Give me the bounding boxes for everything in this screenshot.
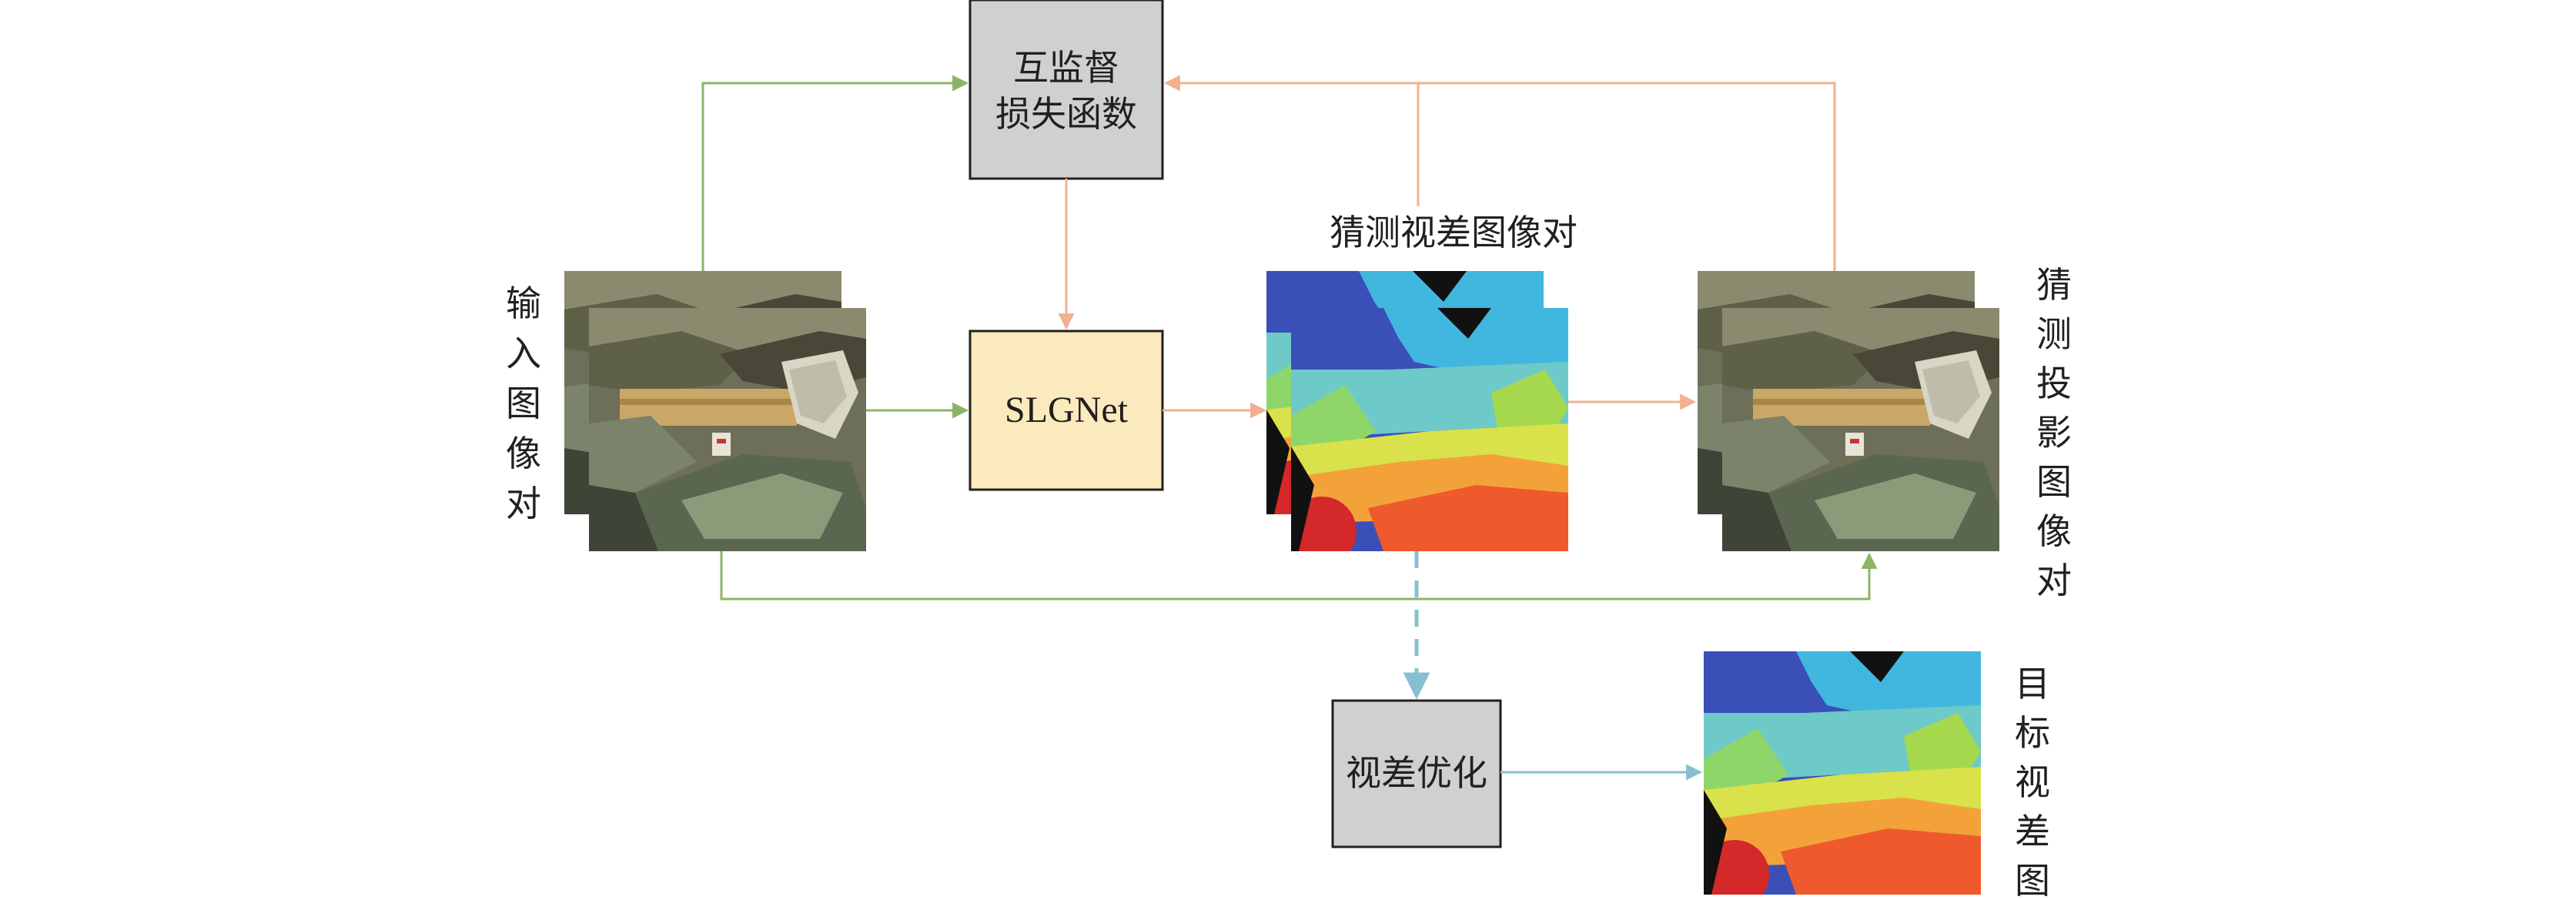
slgnet-label: SLGNet	[1005, 390, 1129, 430]
input-label-char: 图	[506, 383, 541, 424]
arrow-projection-to-loss	[1163, 75, 1836, 271]
projection-label-char: 投	[2036, 363, 2072, 404]
projection-pair-label: 猜 测 投 影 图 像 对	[2036, 264, 2072, 601]
input-label-char: 像	[506, 433, 541, 474]
target-label-char: 图	[2015, 860, 2050, 900]
loss-box-label-line2: 损失函数	[995, 93, 1137, 135]
target-label-char: 标	[2015, 712, 2050, 754]
loss-box	[969, 0, 1164, 180]
input-label-char: 对	[506, 483, 541, 524]
input-pair-label: 输 入 图 像 对	[506, 283, 541, 524]
projection-label-char: 图	[2036, 461, 2072, 503]
target-disparity-label: 目 标 视 差 图	[2015, 663, 2050, 900]
projection-label-char: 对	[2036, 560, 2072, 601]
target-label-char: 目	[2015, 663, 2050, 704]
arrow-input-to-projection	[720, 551, 1878, 601]
loss-box-label-line1: 互监督	[1013, 47, 1119, 89]
arrow-input-to-loss	[701, 75, 969, 271]
projection-label-char: 影	[2036, 412, 2072, 453]
projection-image-front	[1722, 308, 1999, 551]
refine-box-label: 视差优化	[1346, 752, 1487, 794]
input-label-char: 入	[506, 333, 541, 374]
input-image-front	[589, 308, 866, 551]
projection-label-char: 像	[2036, 510, 2072, 552]
input-label-char: 输	[506, 283, 541, 324]
target-disparity-image	[1704, 651, 1981, 895]
target-label-char: 差	[2015, 811, 2050, 852]
guess-disparity-front	[1291, 308, 1568, 551]
refine-box	[1331, 699, 1502, 848]
slgnet-box	[969, 330, 1164, 491]
guess-disparity-label: 猜测视差图像对	[1330, 212, 1577, 253]
projection-label-char: 测	[2036, 313, 2072, 355]
projection-label-char: 猜	[2036, 264, 2072, 306]
target-label-char: 视	[2015, 761, 2050, 803]
